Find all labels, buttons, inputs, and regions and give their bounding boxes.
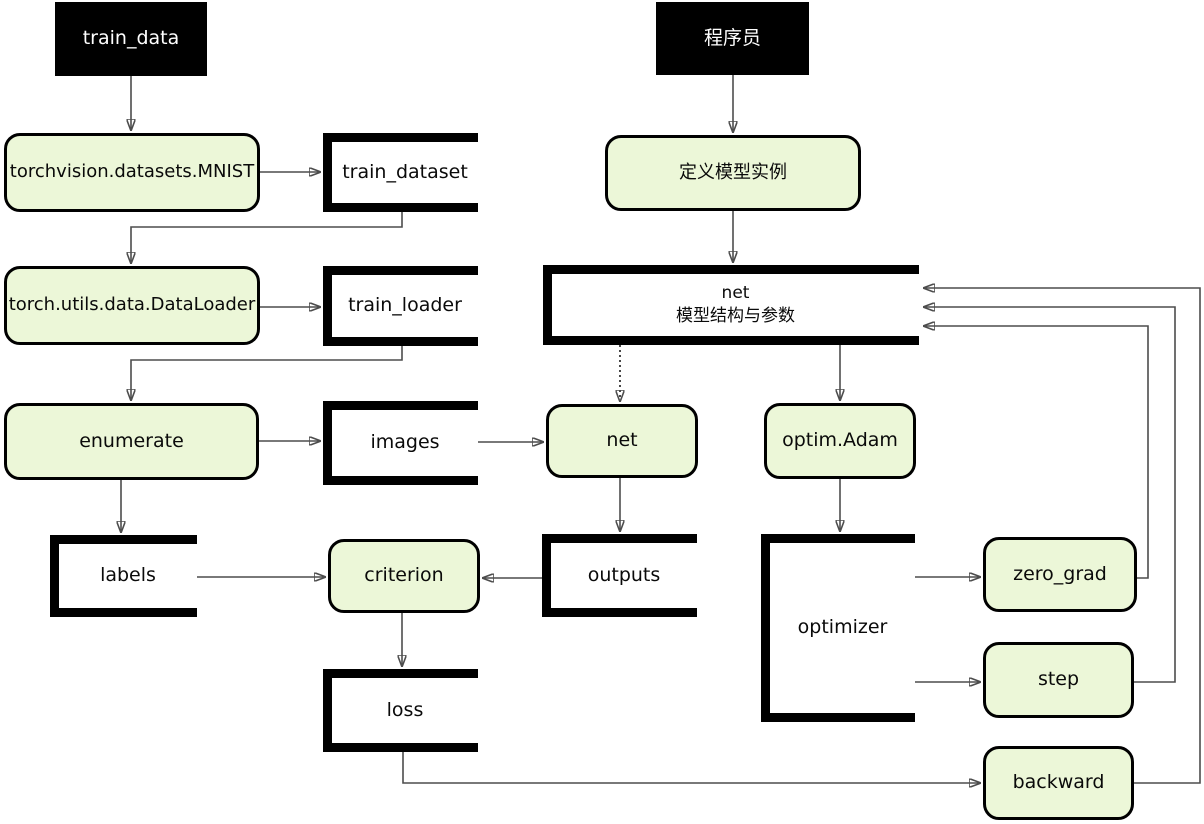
node-criterion: criterion <box>328 539 480 613</box>
node-dataloader-label: torch.utils.data.DataLoader <box>8 294 256 316</box>
node-net-fn: net <box>546 404 698 478</box>
node-net-store-label-line2: 模型结构与参数 <box>676 306 795 326</box>
node-labels-label: labels <box>100 564 156 587</box>
node-zero-grad: zero_grad <box>983 537 1137 612</box>
node-train-loader: train_loader <box>323 266 478 346</box>
node-optim-adam-label: optim.Adam <box>782 429 898 452</box>
node-images-label: images <box>370 431 440 454</box>
node-enumerate-label: enumerate <box>79 429 184 452</box>
node-programmer: 程序员 <box>656 2 809 75</box>
node-optimizer-label: optimizer <box>797 616 888 639</box>
arrow-train-loader-to-enumerate <box>131 346 403 400</box>
node-net-fn-label: net <box>606 429 638 452</box>
node-zero-grad-label: zero_grad <box>1013 562 1107 585</box>
node-train-dataset-label: train_dataset <box>342 160 468 183</box>
node-criterion-label: criterion <box>364 564 444 587</box>
node-step-label: step <box>1037 668 1080 691</box>
arrow-train-dataset-to-dataloader <box>131 212 403 263</box>
node-train-data-label: train_data <box>82 27 180 50</box>
node-dataloader: torch.utils.data.DataLoader <box>4 266 260 345</box>
node-net-store-label-line1: net <box>721 283 750 304</box>
node-train-dataset: train_dataset <box>323 133 478 212</box>
node-programmer-label: 程序员 <box>703 26 761 49</box>
arrow-step-to-net-store <box>924 307 1176 683</box>
node-train-data: train_data <box>55 2 207 76</box>
node-images: images <box>323 401 478 485</box>
node-step: step <box>983 642 1134 718</box>
node-define-model-label: 定义模型实例 <box>679 161 787 183</box>
node-outputs: outputs <box>542 534 697 617</box>
node-backward-label: backward <box>1012 771 1105 794</box>
node-define-model: 定义模型实例 <box>605 135 861 211</box>
arrow-loss-to-backward <box>402 752 980 783</box>
node-labels: labels <box>50 535 197 617</box>
node-train-loader-label: train_loader <box>348 294 462 317</box>
node-loss-label: loss <box>386 698 424 721</box>
node-backward: backward <box>983 746 1134 820</box>
node-enumerate: enumerate <box>4 403 259 480</box>
node-mnist: torchvision.datasets.MNIST <box>4 133 260 212</box>
node-mnist-label: torchvision.datasets.MNIST <box>9 161 255 183</box>
node-loss: loss <box>323 669 478 752</box>
node-outputs-label: outputs <box>587 563 661 586</box>
node-optim-adam: optim.Adam <box>764 403 916 479</box>
node-net-store: net 模型结构与参数 <box>543 265 919 345</box>
node-optimizer: optimizer <box>761 534 915 722</box>
